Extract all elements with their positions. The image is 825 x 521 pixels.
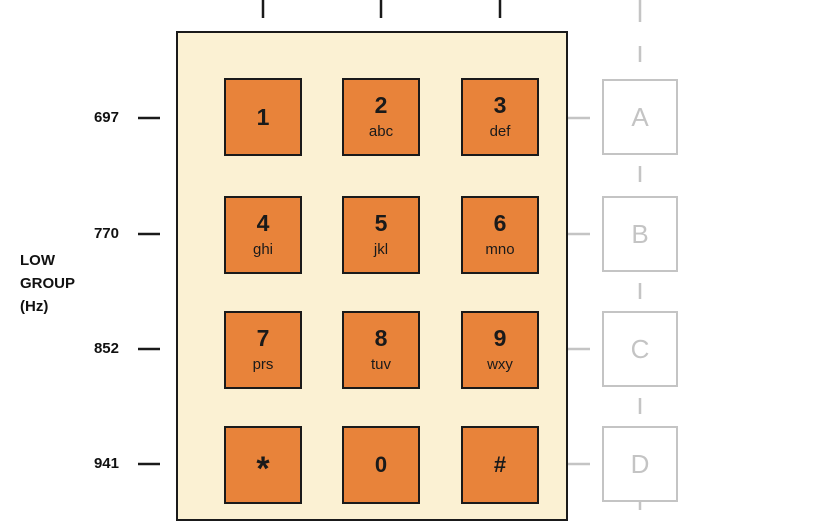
key-digit: 5 (374, 210, 388, 236)
key-letters: abc (368, 123, 394, 140)
key-0[interactable]: 0 (342, 426, 420, 504)
key-digit: 2 (374, 92, 388, 118)
low-group-label: LOW GROUP (Hz) (20, 249, 110, 318)
frequency-label-770: 770 (93, 225, 119, 242)
key-3[interactable]: 3 def (461, 78, 539, 156)
low-group-label-line2: GROUP (20, 275, 76, 292)
key-letters: wxy (487, 356, 513, 373)
key-digit: * (256, 450, 270, 488)
key-digit: 9 (493, 325, 507, 351)
key-hash[interactable]: # (461, 426, 539, 504)
key-b[interactable]: B (602, 196, 678, 272)
key-c[interactable]: C (602, 311, 678, 387)
key-2[interactable]: 2 abc (342, 78, 420, 156)
key-letters: def (489, 123, 511, 140)
key-digit: 3 (493, 92, 507, 118)
frequency-label-697: 697 (93, 109, 119, 126)
low-group-label-line1: LOW (20, 252, 55, 269)
key-digit: 0 (374, 452, 388, 477)
frequency-label-941: 941 (93, 455, 119, 472)
key-digit: 7 (256, 325, 270, 351)
key-digit: 1 (256, 104, 270, 130)
key-letters: tuv (370, 356, 391, 373)
key-digit: # (493, 452, 507, 477)
key-4[interactable]: 4 ghi (224, 196, 302, 274)
key-7[interactable]: 7 prs (224, 311, 302, 389)
key-6[interactable]: 6 mno (461, 196, 539, 274)
key-digit: 6 (493, 210, 507, 236)
key-d[interactable]: D (602, 426, 678, 502)
key-5[interactable]: 5 jkl (342, 196, 420, 274)
key-star[interactable]: * (224, 426, 302, 504)
key-letters: ghi (252, 241, 274, 258)
key-digit: 8 (374, 325, 388, 351)
key-a[interactable]: A (602, 79, 678, 155)
key-1[interactable]: 1 (224, 78, 302, 156)
low-group-label-line3: (Hz) (20, 298, 49, 315)
key-letters: mno (485, 241, 515, 258)
key-letters: prs (252, 356, 274, 373)
key-8[interactable]: 8 tuv (342, 311, 420, 389)
key-letters: jkl (373, 241, 389, 258)
frequency-label-852: 852 (93, 340, 119, 357)
key-9[interactable]: 9 wxy (461, 311, 539, 389)
key-digit: 4 (256, 210, 270, 236)
